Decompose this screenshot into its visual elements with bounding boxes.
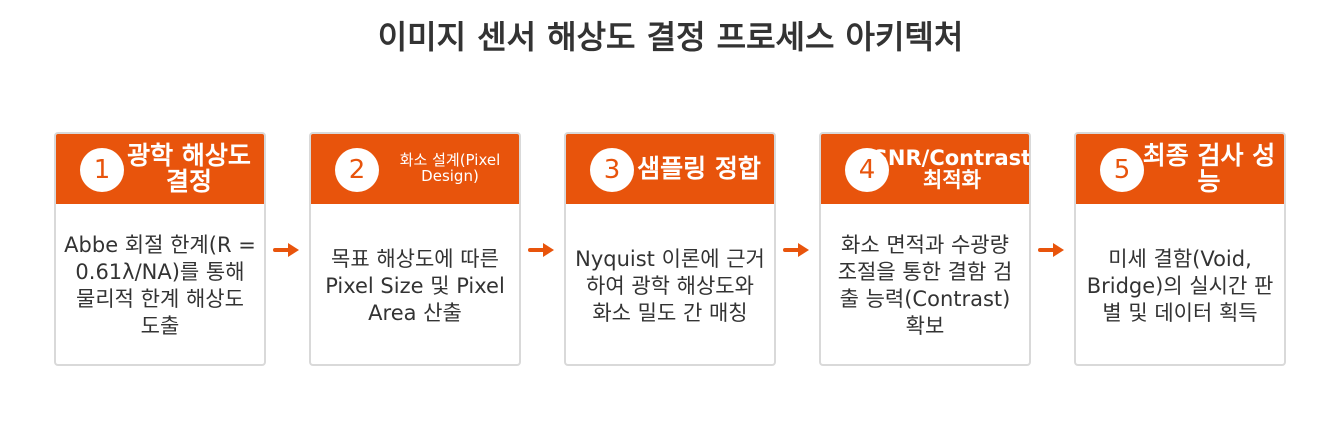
step-description-2: 목표 해상도에 따른 Pixel Size 및 Pixel Area 산출 (325, 246, 505, 325)
step-header-2: 2 화소 설계(Pixel Design) (311, 134, 519, 204)
step-card-5: 5 최종 검사 성능 미세 결함(Void, Bridge)의 실시간 판별 및… (1074, 132, 1286, 366)
step-header-1: 1 광학 해상도 결정 (56, 134, 264, 204)
step-card-3: 3 샘플링 정합 Nyquist 이론에 근거하여 광학 해상도와 화소 밀도 … (564, 132, 776, 366)
step-title-5: 최종 검사 성능 (1142, 140, 1276, 196)
step-number-badge-1: 1 (80, 148, 124, 192)
step-number-badge-3: 3 (590, 148, 634, 192)
arrow-right-icon (528, 243, 554, 257)
step-card-2: 2 화소 설계(Pixel Design) 목표 해상도에 따른 Pixel S… (309, 132, 521, 366)
step-number-badge-4: 4 (845, 148, 889, 192)
step-description-3: Nyquist 이론에 근거하여 광학 해상도와 화소 밀도 간 매칭 (575, 246, 765, 325)
step-title-3: 샘플링 정합 (637, 153, 761, 183)
step-number-badge-5: 5 (1100, 148, 1144, 192)
step-title-2: 화소 설계(Pixel Design) (399, 151, 501, 185)
step-title-1: 광학 해상도 결정 (127, 140, 251, 196)
step-number-badge-2: 2 (335, 148, 379, 192)
step-header-3: 3 샘플링 정합 (566, 134, 774, 204)
arrow-right-icon (1038, 243, 1064, 257)
step-card-4: 4 SNR/Contrast 최적화 화소 면적과 수광량 조절을 통한 결함 … (819, 132, 1031, 366)
arrow-right-icon (273, 243, 299, 257)
arrow-right-icon (783, 243, 809, 257)
step-header-4: 4 SNR/Contrast 최적화 (821, 134, 1029, 204)
step-card-1: 1 광학 해상도 결정 Abbe 회절 한계(R = 0.61λ/NA)를 통해… (54, 132, 266, 366)
step-description-4: 화소 면적과 수광량 조절을 통한 결함 검출 능력(Contrast) 확보 (837, 233, 1013, 338)
step-header-5: 5 최종 검사 성능 (1076, 134, 1284, 204)
step-title-4: SNR/Contrast 최적화 (872, 145, 1031, 192)
diagram-title: 이미지 센서 해상도 결정 프로세스 아키텍처 (377, 18, 964, 56)
step-description-1: Abbe 회절 한계(R = 0.61λ/NA)를 통해 물리적 한계 해상도 … (64, 233, 256, 338)
step-description-5: 미세 결함(Void, Bridge)의 실시간 판별 및 데이터 획득 (1086, 246, 1274, 325)
